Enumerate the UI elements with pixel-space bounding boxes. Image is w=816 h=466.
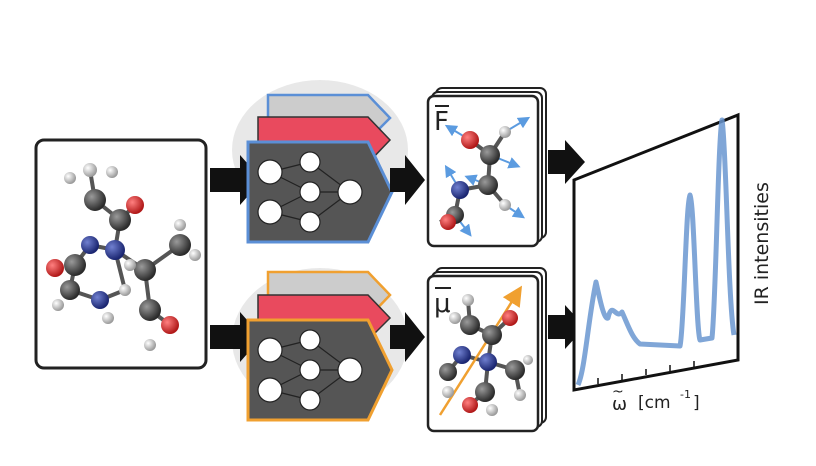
x-tilde: ~: [612, 384, 624, 400]
arrow-forces-to-spectrum: [548, 140, 585, 184]
force-network-nodes: [257, 151, 363, 233]
arrow-dipoles-to-spectrum: [548, 305, 585, 349]
input-atoms: [46, 163, 201, 351]
dipole-symbol: μ: [434, 289, 451, 319]
arrow-dipole-net-to-dipoles: [390, 312, 425, 362]
force-molecule: [439, 116, 531, 237]
x-symbol: ω: [612, 394, 627, 415]
ir-spectrum-panel: IR intensities ω ~ [cm -1 ]: [572, 112, 773, 415]
spectrum-y-label: IR intensities: [751, 182, 773, 305]
force-network-stack: [246, 93, 394, 244]
dipole-output-card: μ: [426, 267, 547, 433]
spectrum-x-label: ω ~ [cm -1 ]: [612, 384, 700, 415]
dipole-molecule: [438, 285, 533, 416]
dipole-network-stack: [246, 270, 394, 422]
force-symbol: F: [434, 107, 449, 137]
arrow-force-net-to-forces: [390, 155, 425, 205]
x-unit-close: ]: [693, 393, 700, 413]
x-unit-exponent: -1: [680, 388, 691, 401]
x-unit: [cm: [638, 393, 671, 413]
ir-spectrum-curve: [575, 117, 737, 387]
spectrum-ticks: [597, 361, 695, 384]
dipole-network-nodes: [257, 329, 363, 411]
force-output-card: F: [426, 87, 547, 248]
input-molecule-card: [34, 138, 208, 370]
